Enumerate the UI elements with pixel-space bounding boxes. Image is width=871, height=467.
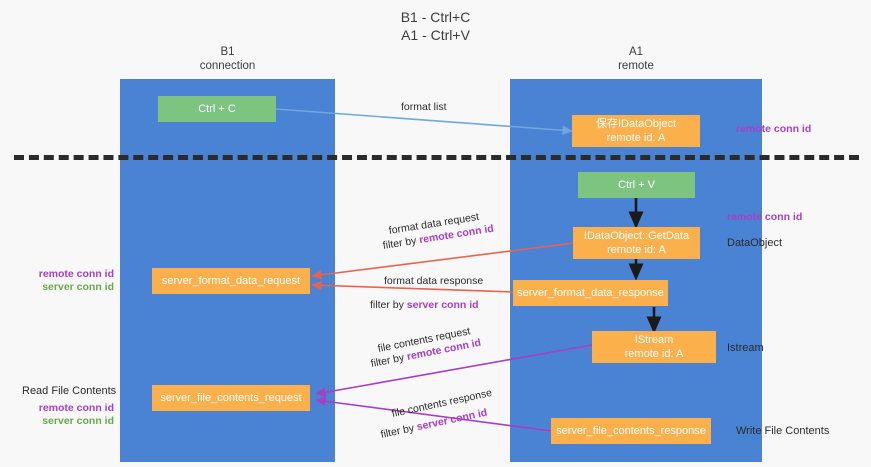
legend-bottom: remote conn id server conn id: [18, 402, 114, 428]
filter-by-text-1: filter by: [381, 234, 421, 252]
side-label-write-file-contents: Write File Contents: [736, 425, 830, 437]
side-label-data-object: DataObject: [727, 237, 783, 249]
column-header-b1-role: connection: [199, 60, 256, 72]
node-idataobject[interactable]: 保存IDataObject remote id: A: [572, 115, 700, 147]
column-header-a1: A1 remote: [510, 45, 762, 73]
node-server-file-contents-request[interactable]: server_file_contents_request: [152, 385, 310, 411]
column-header-b1-name: B1: [220, 46, 235, 58]
node-ctrl-v-label: Ctrl + V: [618, 179, 655, 191]
server-conn-id-text-2: server conn id: [406, 299, 479, 311]
phase-divider: [14, 155, 859, 160]
edge-label-format-data-response: format data response: [384, 275, 484, 287]
node-ctrl-c[interactable]: Ctrl + C: [158, 96, 276, 122]
node-server-format-data-request-label: server_format_data_request: [161, 275, 301, 287]
node-istream-subtitle: remote id: A: [624, 348, 684, 360]
node-server-format-data-response[interactable]: server_format_data_response: [513, 280, 668, 306]
page-title-line1: B1 - Ctrl+C: [400, 9, 471, 25]
page-title-line2: A1 - Ctrl+V: [401, 27, 470, 43]
side-label-istream: Istream: [727, 342, 764, 354]
side-label-read-file-contents: Read File Contents: [22, 385, 117, 397]
filter-by-text-2: filter by: [370, 299, 407, 311]
column-header-a1-name: A1: [628, 46, 644, 58]
node-getdata-title: IDataObject::GetData: [583, 230, 690, 242]
node-server-format-data-response-label: server_format_data_response: [517, 287, 664, 299]
edge-label-format-list: format list: [401, 101, 447, 113]
node-idataobject-subtitle: remote id: A: [606, 132, 666, 144]
column-header-b1: B1 connection: [120, 45, 335, 73]
node-istream-title: IStream: [634, 334, 674, 346]
filter-by-text-4: filter by: [379, 421, 419, 441]
node-idataobject-title: 保存IDataObject: [595, 118, 677, 130]
edge-filter-format-data-response: filter by server conn id: [370, 299, 479, 312]
legend-mid-server: server conn id: [42, 281, 114, 293]
filter-by-text-3: filter by: [369, 351, 409, 370]
node-server-format-data-request[interactable]: server_format_data_request: [152, 268, 310, 294]
side-label-remote-conn-id-mid: remote conn id: [727, 211, 803, 223]
node-server-file-contents-response[interactable]: server_file_contents_response: [551, 418, 711, 444]
legend-bottom-remote: remote conn id: [38, 402, 114, 414]
node-istream[interactable]: IStream remote id: A: [592, 331, 716, 363]
node-server-file-contents-response-label: server_file_contents_response: [556, 425, 706, 437]
legend-mid-remote: remote conn id: [38, 268, 114, 280]
node-server-file-contents-request-label: server_file_contents_request: [160, 392, 302, 404]
node-ctrl-v[interactable]: Ctrl + V: [578, 172, 695, 198]
legend-bottom-server: server conn id: [42, 415, 114, 427]
legend-mid: remote conn id server conn id: [18, 268, 114, 294]
node-getdata-subtitle: remote id: A: [607, 244, 666, 256]
node-idataobject-getdata[interactable]: IDataObject::GetData remote id: A: [573, 227, 700, 259]
column-header-a1-role: remote: [618, 60, 654, 72]
side-label-remote-conn-id-top: remote conn id: [736, 123, 812, 135]
node-ctrl-c-label: Ctrl + C: [198, 103, 236, 115]
